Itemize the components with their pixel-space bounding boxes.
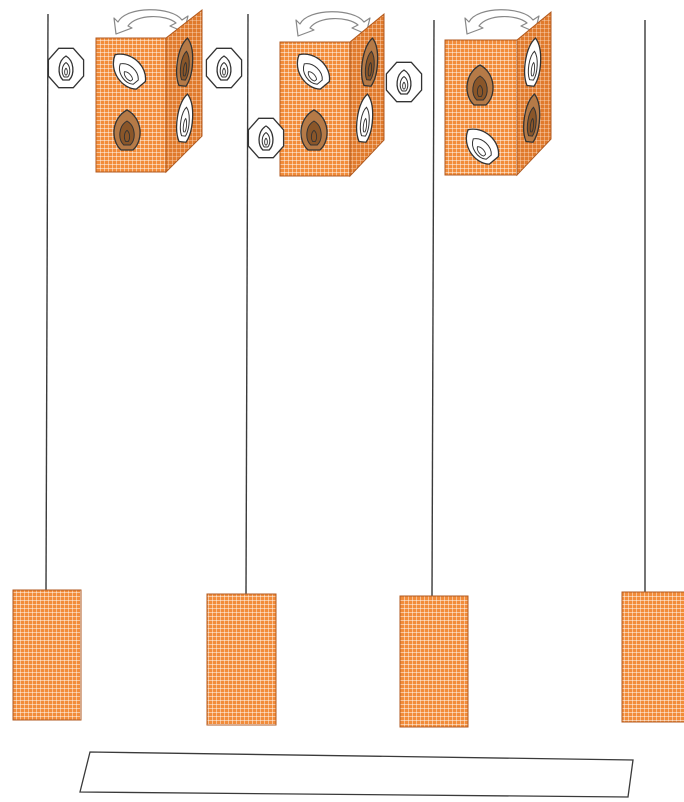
weight-block-icon: [622, 592, 684, 722]
white-oyster-shell-icon: [248, 118, 283, 157]
white-oyster-shell-icon: [386, 62, 421, 101]
hanging-line: [46, 14, 48, 592]
weight-block-icon: [207, 594, 276, 725]
weight-block-icon: [13, 590, 81, 720]
white-oyster-shell-icon: [206, 48, 241, 87]
oyster-cage: [48, 10, 241, 172]
oyster-cage: [248, 12, 421, 176]
rotate-arrow-icon: [296, 12, 370, 36]
cage-side-panel: [166, 10, 202, 172]
label-panel: [80, 752, 633, 797]
rotate-arrow-icon: [465, 10, 539, 34]
weight-block-icon: [400, 596, 468, 727]
hanging-line: [432, 20, 434, 596]
oyster-cage: [445, 10, 551, 175]
white-oyster-shell-icon: [48, 48, 83, 87]
cage-side-panel: [517, 12, 551, 175]
hanging-line: [246, 14, 248, 594]
